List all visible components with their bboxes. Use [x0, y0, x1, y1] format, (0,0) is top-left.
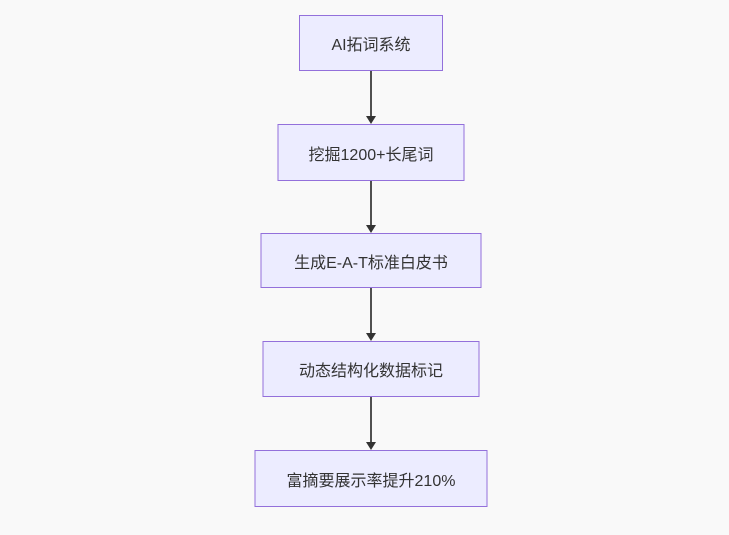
arrow-shaft	[370, 181, 372, 225]
flow-node-rich-snippet-rate-increase: 富摘要展示率提升210%	[254, 450, 488, 507]
flow-node-mine-longtail-keywords: 挖掘1200+长尾词	[277, 124, 465, 181]
arrow-shaft	[370, 71, 372, 116]
flow-node-label: 动态结构化数据标记	[298, 363, 443, 380]
flow-node-label: 富摘要展示率提升210%	[286, 472, 456, 490]
flow-node-label: 生成E-A-T标准白皮书	[294, 254, 448, 272]
flow-node-ai-word-expansion-system: AI拓词系统	[299, 15, 443, 71]
arrow-head	[366, 225, 376, 233]
down-arrow-icon	[365, 181, 377, 233]
arrow-head	[366, 442, 376, 450]
arrow-shaft	[370, 288, 372, 333]
arrow-head	[366, 116, 376, 124]
down-arrow-icon	[365, 71, 377, 124]
down-arrow-icon	[365, 288, 377, 341]
down-arrow-icon	[365, 397, 377, 450]
flow-node-dynamic-structured-data-markup: 动态结构化数据标记	[262, 341, 480, 397]
arrow-head	[366, 333, 376, 341]
flow-node-label: AI拓词系统	[331, 37, 411, 54]
arrow-shaft	[370, 397, 372, 442]
flow-node-generate-eat-whitepaper: 生成E-A-T标准白皮书	[260, 233, 482, 288]
flow-node-label: 挖掘1200+长尾词	[308, 146, 434, 164]
